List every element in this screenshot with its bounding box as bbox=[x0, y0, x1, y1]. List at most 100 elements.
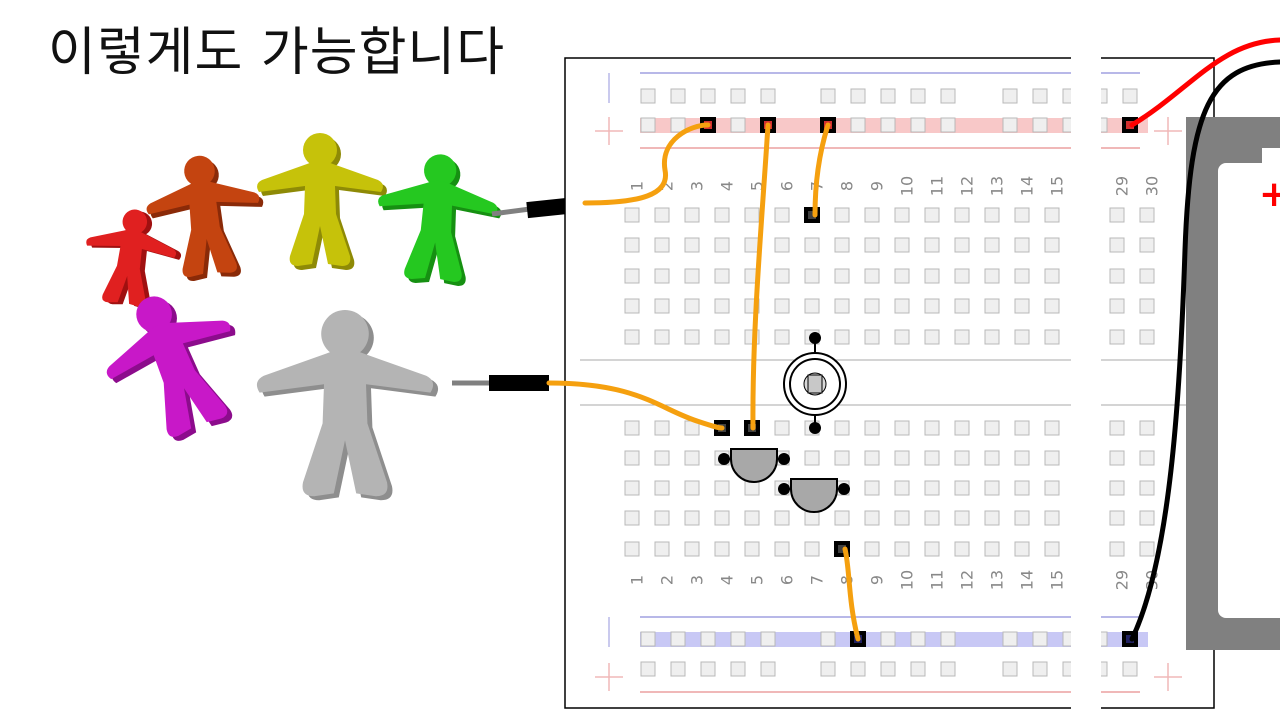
column-label: 5 bbox=[748, 181, 767, 191]
hole bbox=[654, 541, 670, 557]
hole bbox=[624, 541, 640, 557]
hole bbox=[684, 298, 700, 314]
column-label: 13 bbox=[988, 570, 1007, 590]
hole bbox=[1139, 329, 1155, 345]
hole bbox=[804, 450, 820, 466]
hole bbox=[1044, 510, 1060, 526]
rail-hole bbox=[820, 88, 836, 104]
hole bbox=[684, 450, 700, 466]
hole bbox=[684, 329, 700, 345]
hole bbox=[744, 541, 760, 557]
rail-hole bbox=[640, 631, 656, 647]
hole bbox=[1109, 268, 1125, 284]
hole bbox=[714, 268, 730, 284]
column-label: 30 bbox=[1143, 176, 1162, 196]
column-label: 1 bbox=[628, 575, 647, 585]
hole bbox=[684, 268, 700, 284]
hole bbox=[1014, 420, 1030, 436]
hole bbox=[984, 237, 1000, 253]
hole bbox=[1109, 207, 1125, 223]
hole bbox=[1109, 298, 1125, 314]
hole bbox=[834, 298, 850, 314]
hole bbox=[924, 329, 940, 345]
hole bbox=[1139, 237, 1155, 253]
hole bbox=[834, 420, 850, 436]
hole bbox=[774, 298, 790, 314]
column-label: 11 bbox=[928, 570, 947, 590]
rail-hole bbox=[910, 117, 926, 133]
hole bbox=[624, 207, 640, 223]
transistor-pin bbox=[778, 453, 790, 465]
column-label: 14 bbox=[1018, 570, 1037, 590]
hole bbox=[624, 480, 640, 496]
hole bbox=[654, 420, 670, 436]
hole bbox=[1014, 450, 1030, 466]
hole bbox=[774, 510, 790, 526]
hole bbox=[1109, 237, 1125, 253]
hole bbox=[834, 450, 850, 466]
hole bbox=[684, 480, 700, 496]
column-label: 6 bbox=[778, 575, 797, 585]
rail-hole bbox=[850, 88, 866, 104]
column-label: 1 bbox=[628, 181, 647, 191]
hole bbox=[1044, 329, 1060, 345]
transistor-pin bbox=[778, 483, 790, 495]
battery-icon: + bbox=[1186, 117, 1280, 650]
hole bbox=[774, 329, 790, 345]
hole bbox=[1139, 541, 1155, 557]
hole bbox=[624, 268, 640, 284]
hole bbox=[774, 207, 790, 223]
hole bbox=[714, 207, 730, 223]
hole bbox=[774, 237, 790, 253]
hole bbox=[894, 207, 910, 223]
hole bbox=[624, 510, 640, 526]
column-label: 12 bbox=[958, 570, 977, 590]
hole bbox=[1139, 207, 1155, 223]
hole bbox=[984, 541, 1000, 557]
hole bbox=[714, 541, 730, 557]
hole bbox=[894, 268, 910, 284]
hole bbox=[1044, 480, 1060, 496]
hole bbox=[654, 268, 670, 284]
hole bbox=[684, 510, 700, 526]
hole bbox=[1014, 237, 1030, 253]
hole bbox=[624, 298, 640, 314]
hole bbox=[714, 237, 730, 253]
rail-hole bbox=[910, 661, 926, 677]
wire-black bbox=[1129, 59, 1280, 642]
hole bbox=[1014, 541, 1030, 557]
hole bbox=[954, 420, 970, 436]
hole bbox=[924, 207, 940, 223]
column-label: 29 bbox=[1113, 176, 1132, 196]
hole-pin bbox=[838, 545, 846, 553]
rail-hole bbox=[760, 88, 776, 104]
column-label: 13 bbox=[988, 176, 1007, 196]
battery-plus-symbol: + bbox=[1259, 174, 1280, 215]
hole bbox=[894, 541, 910, 557]
rail-hole bbox=[730, 117, 746, 133]
rail-hole bbox=[880, 661, 896, 677]
rail-hole bbox=[1002, 117, 1018, 133]
rail-hole bbox=[700, 661, 716, 677]
hole bbox=[954, 298, 970, 314]
rail-hole bbox=[640, 661, 656, 677]
hole bbox=[894, 237, 910, 253]
hole bbox=[894, 450, 910, 466]
hole bbox=[744, 237, 760, 253]
hole bbox=[1044, 237, 1060, 253]
hole bbox=[654, 298, 670, 314]
rail-hole bbox=[760, 661, 776, 677]
column-label: 10 bbox=[898, 570, 917, 590]
hole bbox=[1109, 541, 1125, 557]
hole bbox=[834, 237, 850, 253]
buzzer-pin bbox=[809, 422, 821, 434]
hole bbox=[834, 268, 850, 284]
hole bbox=[924, 450, 940, 466]
rail-hole bbox=[760, 631, 776, 647]
hole bbox=[864, 541, 880, 557]
hole bbox=[1109, 480, 1125, 496]
hole bbox=[624, 420, 640, 436]
hole bbox=[924, 480, 940, 496]
column-label: 3 bbox=[688, 181, 707, 191]
